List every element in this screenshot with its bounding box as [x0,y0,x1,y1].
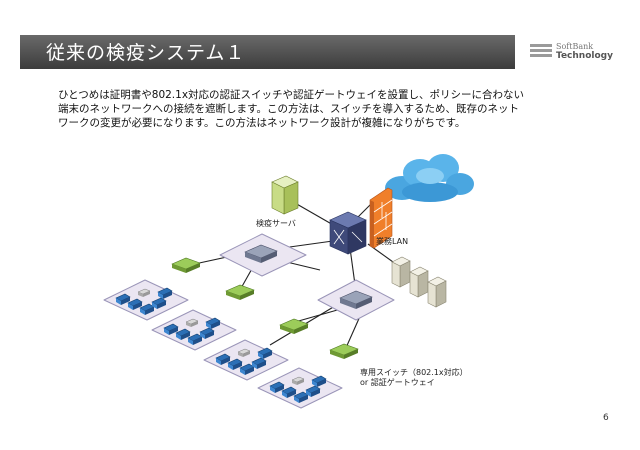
access-platform-3 [203,339,289,381]
quarantine-server-label: 検疫サーバ [256,218,296,228]
business-lan-label: 業務LAN [376,236,408,246]
slide-title: 従来の検疫システム１ [46,42,246,64]
description-line-2: 端末のネットワークへの接続を遮断します。この方法は、スイッチを導入するため、既存… [58,103,519,115]
logo-text-softbank: SoftBank [556,42,594,51]
description-line-3: ワークの変更が必要になります。この方法はネットワーク設計が複雑になりがちです。 [58,117,466,129]
access-platform-4 [257,367,343,409]
core-switch-icon [329,211,367,255]
access-platform-2 [151,309,237,351]
switch-label-line-1: 専用スイッチ（802.1x対応） [360,367,468,377]
logo-text-technology: Technology [556,51,613,61]
description: ひとつめは証明書や802.1x対応の認証スイッチや認証ゲートウェイを設置し、ポリ… [58,88,578,130]
description-line-1: ひとつめは証明書や802.1x対応の認証スイッチや認証ゲートウェイを設置し、ポリ… [58,89,525,101]
business-lan-servers-icon [391,256,447,308]
title-bar: 従来の検疫システム１ [20,35,515,69]
page-number: 6 [603,413,609,423]
logo-mark-icon [530,44,552,59]
access-platform-1 [103,279,189,321]
distribution-platform-upper [219,233,307,277]
firewall-icon [369,187,393,249]
switch-label-line-2: or 認証ゲートウェイ [360,377,435,387]
internet-cloud-icon [385,154,474,202]
softbank-logo: SoftBank Technology [528,40,628,66]
network-diagram: 検疫サーバ 業務LAN [103,154,474,409]
distribution-platform-lower [317,279,395,321]
quarantine-server-icon [271,175,299,215]
